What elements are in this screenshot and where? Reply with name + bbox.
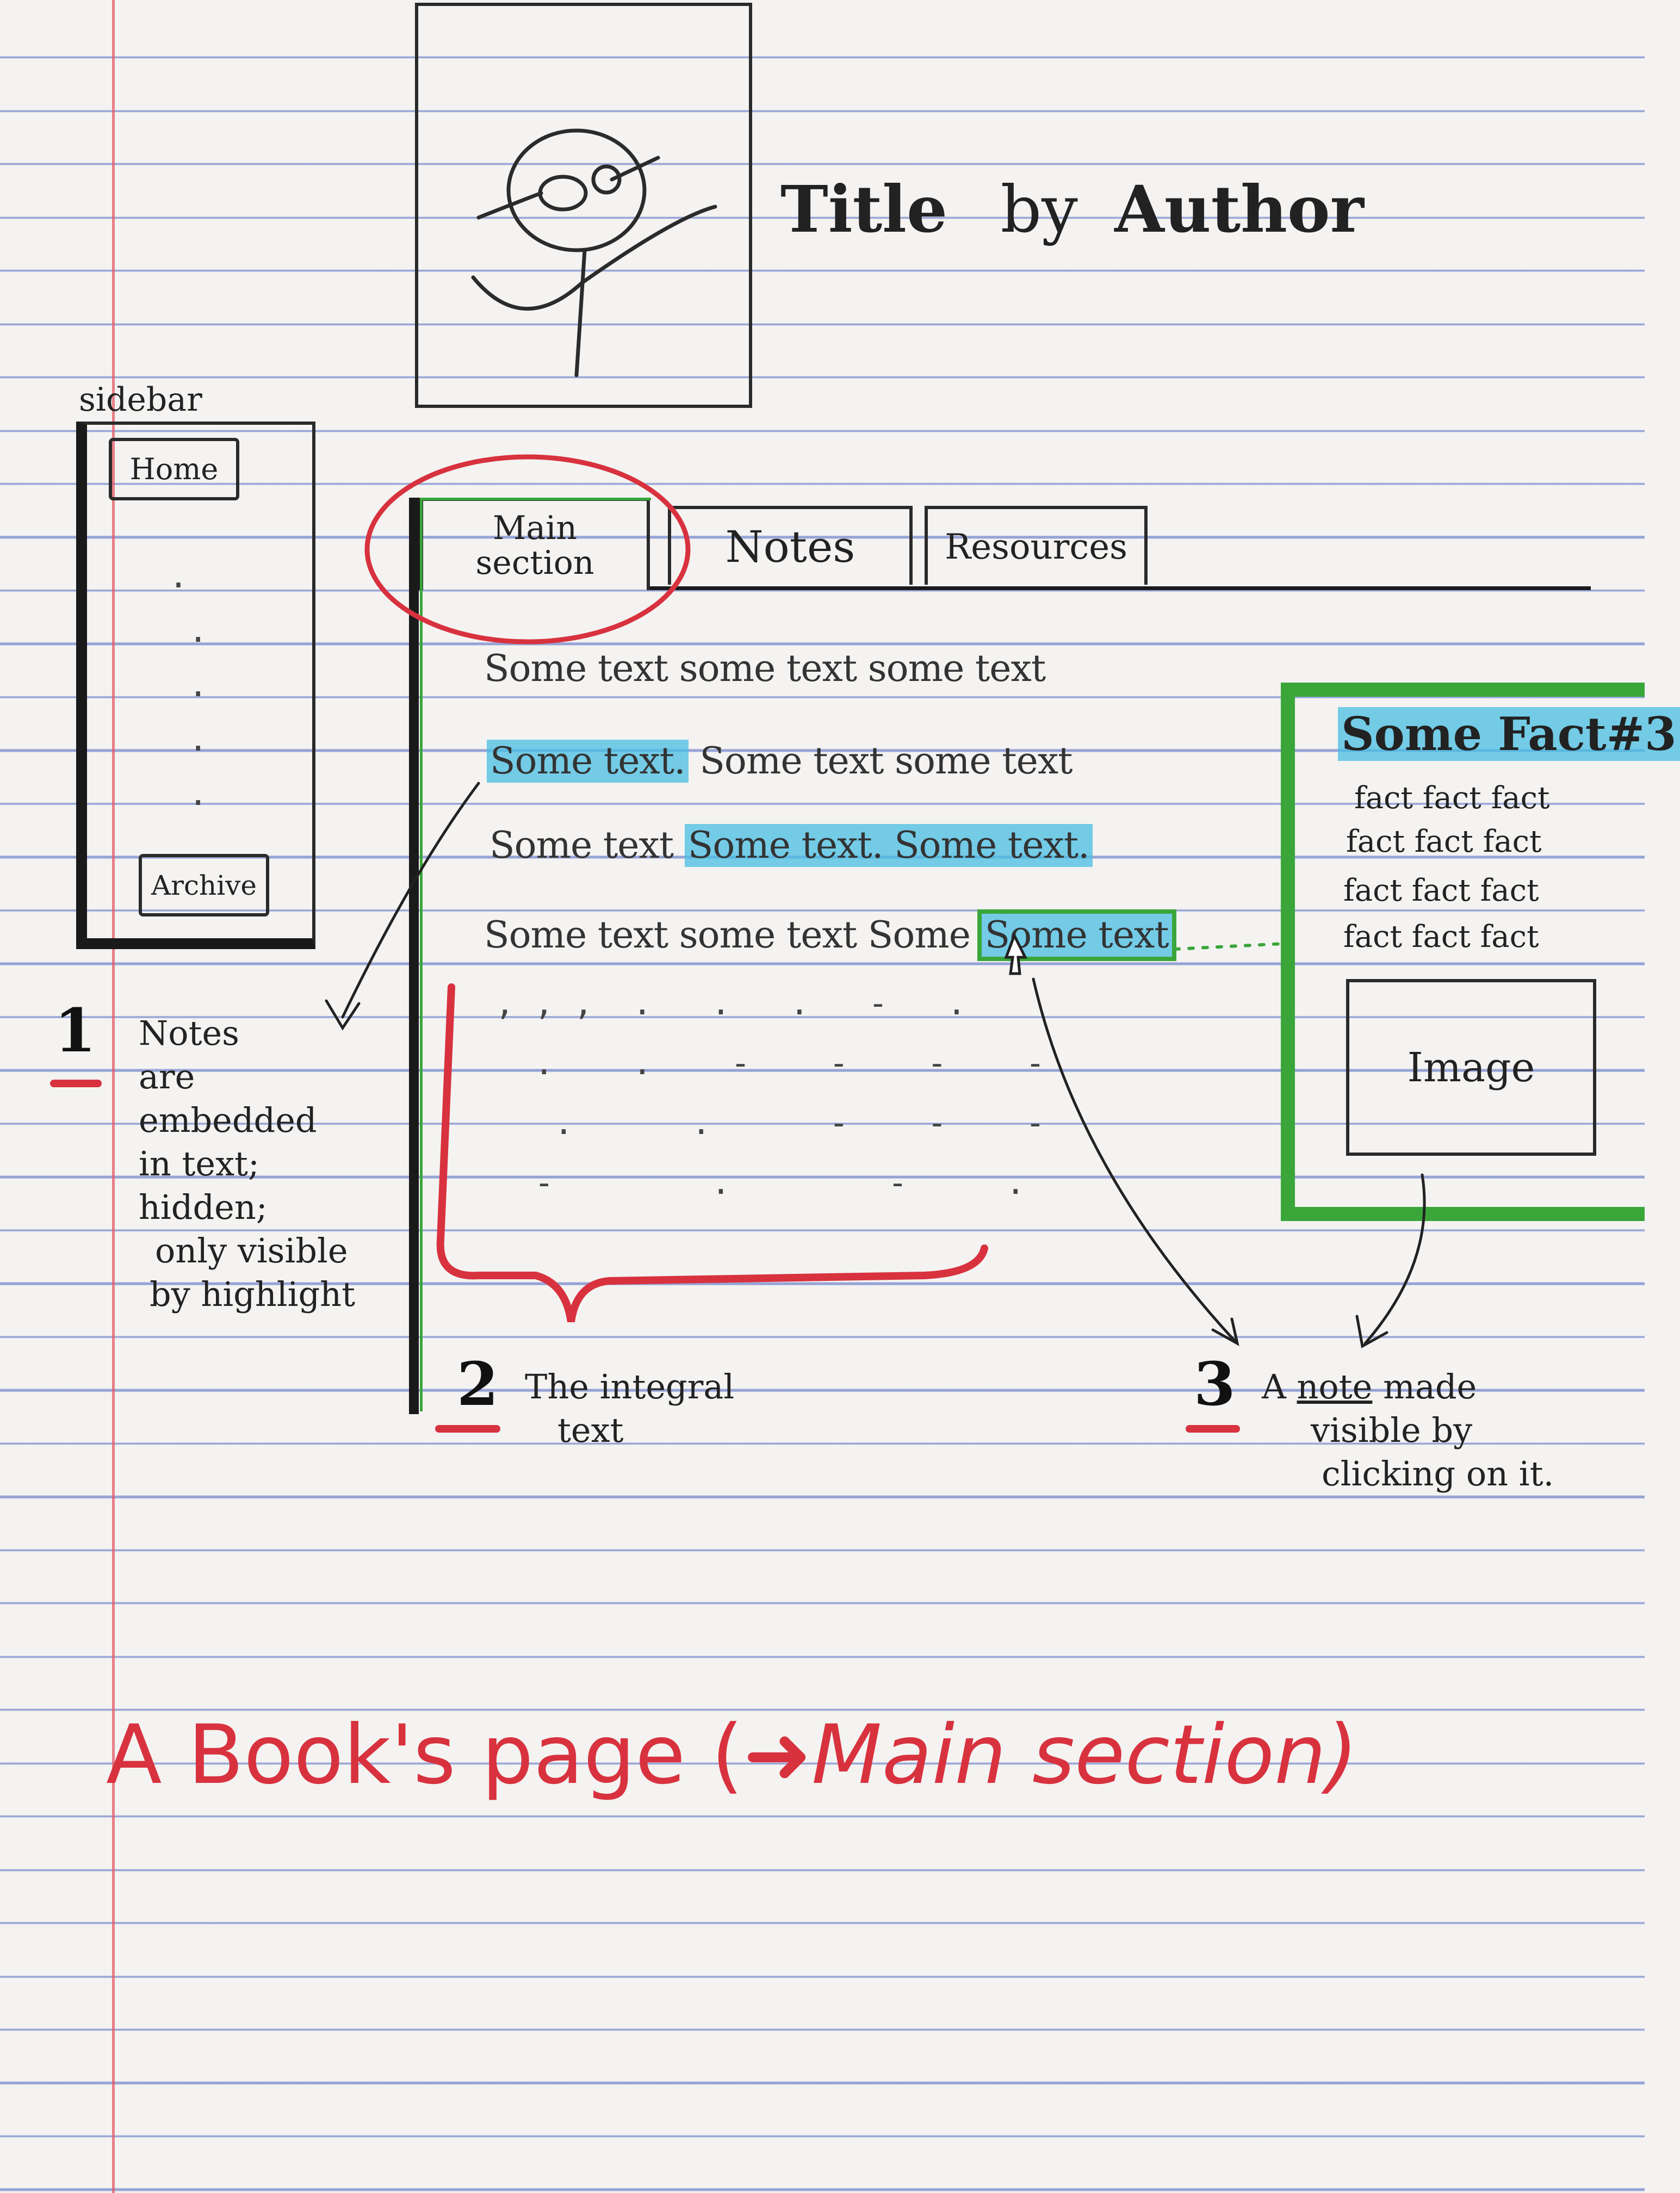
fact-line-2: fact fact fact <box>1346 824 1542 859</box>
hat-line <box>476 191 543 220</box>
anno1-line: only visible <box>155 1231 348 1271</box>
content-left-border <box>409 498 419 1414</box>
book-title-line: Title by Author <box>780 171 1364 247</box>
tab-notes[interactable]: Notes <box>668 506 913 585</box>
arrow-note-3 <box>1032 977 1236 1342</box>
anno3-end: made <box>1372 1367 1477 1407</box>
anno1-line: are <box>139 1057 195 1096</box>
arrow-image-to-note <box>1363 1173 1426 1345</box>
sidebar-ellipsis: . . . . . <box>169 557 208 813</box>
content-top-border <box>650 586 1591 590</box>
arrow-note-3-head <box>1211 1317 1239 1346</box>
head-circle <box>506 128 647 252</box>
text-line-2: Some text. Some text some text <box>487 740 1073 783</box>
anno3-line: clicking on it. <box>1322 1454 1554 1494</box>
tab-resources[interactable]: Resources <box>925 506 1148 585</box>
annotation-1-underline <box>50 1080 102 1087</box>
anno1-line: by highlight <box>150 1274 355 1314</box>
annotation-1-number: 1 <box>54 995 96 1065</box>
annotation-3-number: 3 <box>1194 1349 1236 1419</box>
sidebar <box>76 422 315 949</box>
anno3-note-word: note <box>1297 1367 1373 1407</box>
line1-text: Some text some text some text <box>484 647 1046 690</box>
arm-line <box>471 205 717 311</box>
anno2-line: text <box>557 1410 624 1450</box>
anno1-line: Notes <box>139 1013 240 1053</box>
fact-panel-title: Some Fact#3 <box>1338 707 1680 761</box>
spectacle-lens-right <box>591 164 622 195</box>
margin-line <box>112 0 115 2193</box>
title-word: Title <box>780 171 948 247</box>
text-line-1: Some text some text some text <box>484 647 1046 690</box>
fact-panel <box>1281 683 1645 1221</box>
image-label: Image <box>1407 1044 1535 1091</box>
sidebar-archive-button[interactable]: Archive <box>139 854 269 916</box>
arrow-image-head <box>1355 1315 1388 1348</box>
cursor-icon <box>1004 932 1028 975</box>
notebook-paper <box>0 0 1645 2193</box>
highlighted-note-1[interactable]: Some text. <box>487 740 689 783</box>
sidebar-label: sidebar <box>79 381 202 419</box>
caption-end: Main section) <box>811 1708 1358 1802</box>
anno1-line: in text; <box>139 1144 259 1184</box>
annotation-2-underline <box>435 1425 500 1433</box>
anno3-first-line: A note made <box>1262 1365 1554 1409</box>
fact-line-4: fact fact fact <box>1343 919 1539 955</box>
caption-start: A Book's page ( <box>106 1708 743 1802</box>
sidebar-home-button[interactable]: Home <box>109 438 239 500</box>
main-tab-red-circle <box>364 454 691 645</box>
line2-rest: Some text some text <box>688 740 1073 783</box>
cover-drawing <box>471 128 717 377</box>
line4-start: Some text some text Some <box>484 914 982 957</box>
arrow-note-1 <box>341 782 480 1019</box>
caption-arrow-icon: ➜ <box>743 1708 812 1802</box>
fact-line-3: fact fact fact <box>1343 873 1539 908</box>
annotation-1-text: Notes are embedded in text; hidden; only… <box>139 1012 355 1316</box>
book-cover-frame <box>415 3 752 408</box>
annotation-3-underline <box>1186 1425 1240 1433</box>
anno1-line: hidden; <box>139 1187 268 1227</box>
tab-resources-label: Resources <box>945 526 1127 567</box>
text-continuation-dots: , , , . . . - . . . - - - - . . - - - - … <box>495 984 1045 1202</box>
annotation-3-text: A note made visible by clicking on it. <box>1262 1365 1554 1496</box>
tab-main-section-label: Main section <box>475 509 594 582</box>
fact-image-placeholder: Image <box>1346 979 1596 1156</box>
fact-line-1: fact fact fact <box>1354 780 1550 816</box>
annotation-2-text: The integral text <box>525 1365 734 1452</box>
integral-text-brace <box>436 983 988 1323</box>
line3-start: Some text <box>489 824 685 867</box>
main-tab-green-outline <box>420 498 651 1411</box>
archive-button-label: Archive <box>151 869 257 901</box>
page-caption: A Book's page (➜Main section) <box>106 1708 1358 1802</box>
home-button-label: Home <box>129 452 219 486</box>
annotation-2-number: 2 <box>457 1349 499 1419</box>
tab-notes-label: Notes <box>725 522 856 572</box>
anno2-line: The integral <box>525 1367 735 1407</box>
anno1-line: embedded <box>139 1100 317 1140</box>
author-word: Author <box>1114 171 1364 247</box>
highlighted-note-2[interactable]: Some text. Some text. <box>684 824 1093 867</box>
tab-main-section[interactable]: Main section <box>413 498 650 590</box>
annotation-overlay <box>325 454 1426 1348</box>
arrow-note-1-head <box>325 999 361 1031</box>
text-line-3: Some text Some text. Some text. <box>489 824 1093 867</box>
note-to-fact-connector <box>1173 942 1285 951</box>
anno3-start: A <box>1262 1367 1297 1407</box>
anno3-line: visible by <box>1311 1410 1473 1450</box>
by-word: by <box>1000 172 1078 247</box>
body-line <box>574 248 587 377</box>
beak-line <box>610 156 660 182</box>
fact-title-text: Some Fact#3 <box>1338 707 1680 761</box>
